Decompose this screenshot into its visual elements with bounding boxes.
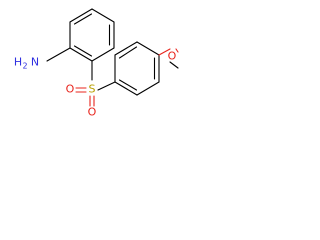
methoxyphenyl-ring xyxy=(114,41,160,96)
bond xyxy=(69,47,93,62)
bond-c-o-methoxy xyxy=(158,48,171,56)
bond xyxy=(91,8,115,23)
methoxy-o-label: O xyxy=(168,50,177,63)
double-bond-inner xyxy=(118,79,138,91)
bond-s-aryl xyxy=(97,81,116,91)
double-bond-inner xyxy=(73,13,93,25)
bond xyxy=(69,8,93,23)
aniline-ring xyxy=(69,8,115,62)
sulfonyl-o-label: O xyxy=(66,83,75,96)
molecule-structure: H 2 N S O O O xyxy=(14,8,179,119)
bond xyxy=(91,47,115,62)
amine-h-label: H xyxy=(14,56,22,69)
bond xyxy=(114,81,138,96)
bond xyxy=(136,41,160,56)
bond-o-ch3 xyxy=(175,48,179,53)
bond xyxy=(136,81,160,96)
amine-n-label: N xyxy=(31,56,39,69)
sulfonyl-o-lower-label: O xyxy=(88,106,97,119)
sulfur-label: S xyxy=(89,83,96,96)
double-bond-inner xyxy=(73,45,93,57)
bond-c-n xyxy=(46,47,71,62)
amine-h-count: 2 xyxy=(22,62,27,71)
bond xyxy=(114,41,138,56)
double-bond-inner xyxy=(118,46,138,59)
bond-methyl xyxy=(169,61,179,69)
